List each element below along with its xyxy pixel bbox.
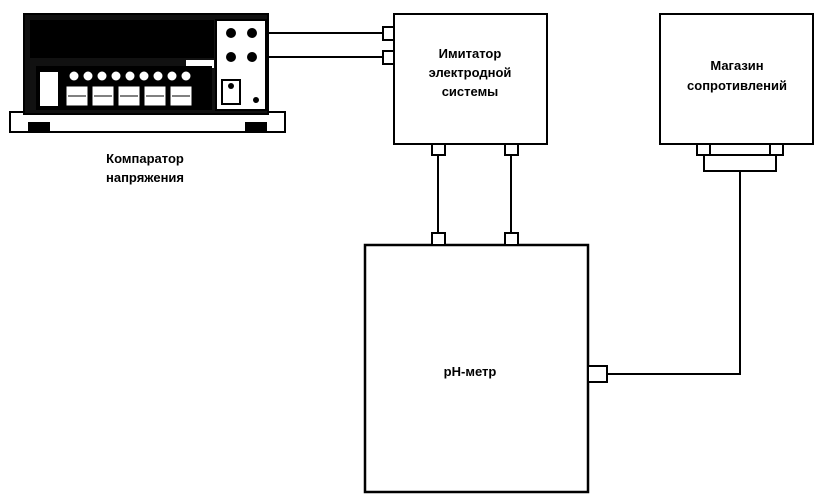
ph-meter-side-connector xyxy=(587,365,608,383)
comparator-led-icon xyxy=(253,97,259,103)
comparator-label-line2: напряжения xyxy=(106,170,184,185)
dial-knob-icon xyxy=(180,70,192,82)
comparator-terminal-icon xyxy=(247,28,257,38)
dial-knob-icon xyxy=(166,70,178,82)
comparator-switch-dot-icon xyxy=(228,83,234,89)
comparator-label-line1: Компаратор xyxy=(106,151,184,166)
ph-meter-input-connector xyxy=(431,232,446,246)
resistance-box-body xyxy=(659,13,814,145)
resistance-box xyxy=(659,13,814,172)
dial-knob-icon xyxy=(96,70,108,82)
simulator-box xyxy=(393,13,548,145)
comparator-side-panel xyxy=(40,72,58,106)
simulator-output-connector xyxy=(504,143,519,156)
comparator-display-slot xyxy=(186,60,214,68)
voltage-comparator xyxy=(9,13,286,133)
comparator-foot-left xyxy=(28,122,50,132)
simulator-output-connector xyxy=(431,143,446,156)
comparator-top-panel xyxy=(30,20,214,58)
simulator-input-connector xyxy=(382,26,395,41)
dial-knob-icon xyxy=(124,70,136,82)
dial-knob-icon xyxy=(82,70,94,82)
comparator-terminal-icon xyxy=(226,52,236,62)
resistance-box-connector xyxy=(696,143,711,156)
resistance-phmeter-cable xyxy=(607,171,741,375)
ph-meter-box xyxy=(363,243,590,494)
resistance-box-label-line1: Магазин xyxy=(710,58,763,73)
simulator-label-line1: Имитатор xyxy=(439,46,502,61)
resistance-box-connector xyxy=(769,143,784,156)
ph-meter-input-connector xyxy=(504,232,519,246)
dial-knob-icon xyxy=(138,70,150,82)
comparator-terminal-icon xyxy=(247,52,257,62)
dial-knob-icon xyxy=(152,70,164,82)
comparator-simulator-cable xyxy=(266,32,384,58)
ph-meter xyxy=(363,232,608,494)
electrode-simulator xyxy=(382,13,548,156)
dial-knob-icon xyxy=(68,70,80,82)
simulator-label-line3: системы xyxy=(442,84,499,99)
simulator-label-line2: электродной xyxy=(429,65,512,80)
comparator-dial-knobs xyxy=(68,70,192,82)
simulator-input-connector xyxy=(382,50,395,65)
ph-meter-label: pH-метр xyxy=(444,364,497,379)
simulator-phmeter-cable xyxy=(437,155,512,233)
dial-knob-icon xyxy=(110,70,122,82)
comparator-foot-right xyxy=(245,122,267,132)
comparator-terminal-icon xyxy=(226,28,236,38)
resistance-box-plug xyxy=(703,154,777,172)
resistance-box-label-line2: сопротивлений xyxy=(687,78,787,93)
comparator-switch-icon xyxy=(221,79,241,105)
